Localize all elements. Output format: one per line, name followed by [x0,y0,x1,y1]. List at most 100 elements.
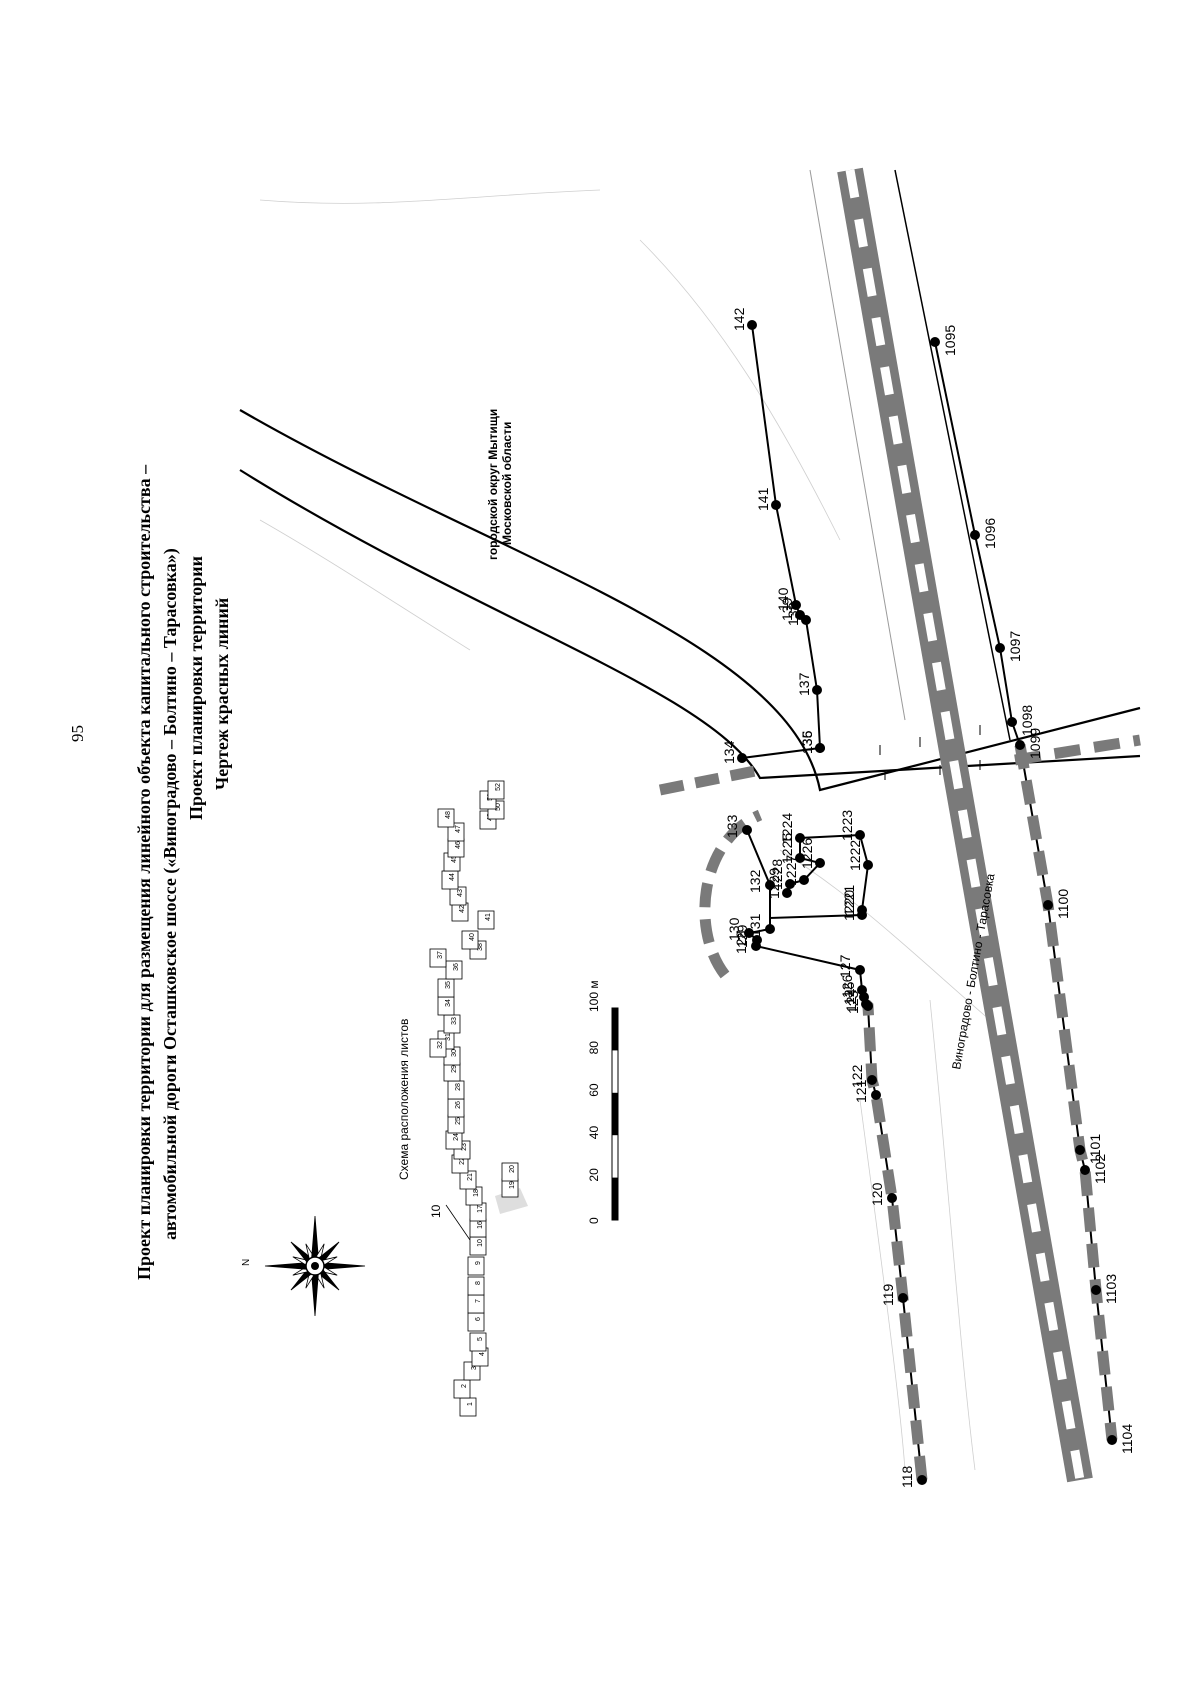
scale-tick-label: 20 [587,1168,601,1182]
survey-point-label: 1102 [1092,1154,1108,1184]
survey-point [855,830,865,840]
survey-point [795,833,805,843]
scale-segment [612,1092,618,1136]
survey-point-label: 1222 [847,840,863,871]
survey-point-label: 1228 [769,859,785,890]
survey-point [867,1075,877,1085]
title-block: Проект планировки территории для размеще… [134,464,232,1280]
sheet-tile: 19 [501,1178,519,1198]
red-line-lower-dashed [1014,744,1118,1441]
sheet-tile: 24 [445,1130,463,1150]
survey-point-label: 134 [721,740,737,764]
scale-tick-label: 60 [587,1083,601,1097]
sheet-tile: 5 [469,1332,487,1352]
survey-point [863,860,873,870]
survey-point [917,1475,927,1485]
sheet-tile: 44 [441,870,459,890]
sheet-tile-label: 32 [437,1041,444,1049]
sheet-tile: 20 [501,1162,519,1182]
compass-rose-icon: N [241,1215,366,1317]
survey-point-label: 140 [775,587,791,611]
survey-point-label: 1101 [1087,1134,1103,1164]
boundary-segment [658,764,762,796]
sheet-tile-label: 1 [467,1402,474,1406]
survey-point-label: 1221 [841,885,857,916]
sheet-tile-label: 28 [455,1083,462,1091]
sheet-tile-label: 30 [451,1049,458,1057]
survey-point-label: 137 [796,672,812,696]
survey-point [742,825,752,835]
sheet-tile: 1 [459,1397,477,1417]
sheet-tile: 46 [447,838,465,858]
sheet-tile-label: 52 [495,783,502,791]
sheet-tile-label: 33 [451,1017,458,1025]
region-label: Московской области [500,422,514,545]
survey-point-label: 1227 [783,855,799,886]
survey-point [1107,1435,1117,1445]
sheet-tile-label: 17 [477,1205,484,1213]
sheet-tile-label: 21 [467,1173,474,1181]
sheet-tile: 16 [469,1218,487,1238]
road-edge-right [894,169,1011,741]
survey-point-label: 1220 [841,890,857,921]
sheet-tile: 48 [437,808,455,828]
survey-point [737,753,747,763]
survey-point-label: 133 [724,814,740,838]
survey-point [744,928,754,938]
sheet-tile-label: 41 [485,913,492,921]
survey-point [887,1193,897,1203]
sheet-tile: 52 [487,780,505,800]
sheet-tile-label: 9 [475,1261,482,1265]
survey-point [747,320,757,330]
scale-tick-label: 100 м [587,980,601,1012]
sheet-tile-label: 23 [461,1143,468,1151]
sheet-tile: 2 [453,1379,471,1399]
sheet-tile-label: 37 [437,951,444,959]
sheet-tile-label: 8 [475,1281,482,1285]
survey-point-label: 119 [880,1283,896,1306]
sheet-tile: 41 [477,910,495,930]
sheet-tile-label: 47 [455,825,462,833]
survey-point-label: 1103 [1103,1274,1119,1304]
survey-point [815,858,825,868]
district-label: городской округ Мытищи [486,409,500,560]
survey-point-label: 1223 [839,810,855,841]
survey-point-label: 1099 [1027,728,1043,759]
sheet-tile-label: 3 [471,1366,478,1370]
boundary-segment-lower [1014,734,1141,766]
sheet-tile-label: 25 [455,1117,462,1125]
survey-point-label: 120 [869,1182,885,1206]
survey-point [995,643,1005,653]
survey-point [812,685,822,695]
survey-point [857,985,867,995]
sheet-tile-label: 38 [477,943,484,951]
sheet-tile: 35 [437,978,455,998]
survey-point-label: 1095 [942,325,958,356]
sheet-tile-label: 35 [445,981,452,989]
survey-point-label: 124 [843,988,859,1012]
sheet-tile: 7 [467,1294,485,1314]
scale-segment [612,1177,618,1220]
survey-point-label: 1224 [779,813,795,844]
survey-point-label: 1229 [766,868,782,899]
sheet-tile: 18 [465,1186,483,1206]
sheet-tile-label: 43 [457,889,464,897]
survey-point-label: 132 [747,869,763,893]
sheet-tile: 6 [467,1312,485,1332]
survey-point [815,743,825,753]
sheet-tile-label: 24 [453,1133,460,1141]
survey-point-label: 135 [799,730,815,754]
red-line-lower [934,341,1113,1441]
sheet-tile: 21 [459,1170,477,1190]
sheet-tile: 29 [443,1062,461,1082]
road-edge-left [809,169,906,721]
survey-point-label: 126 [839,974,855,998]
survey-point-label: 142 [731,307,747,331]
sheet-tile: 47 [447,822,465,842]
survey-point [1043,900,1053,910]
survey-point-label: 122 [849,1064,865,1088]
boundary-arc [699,809,763,979]
survey-point [752,935,762,945]
